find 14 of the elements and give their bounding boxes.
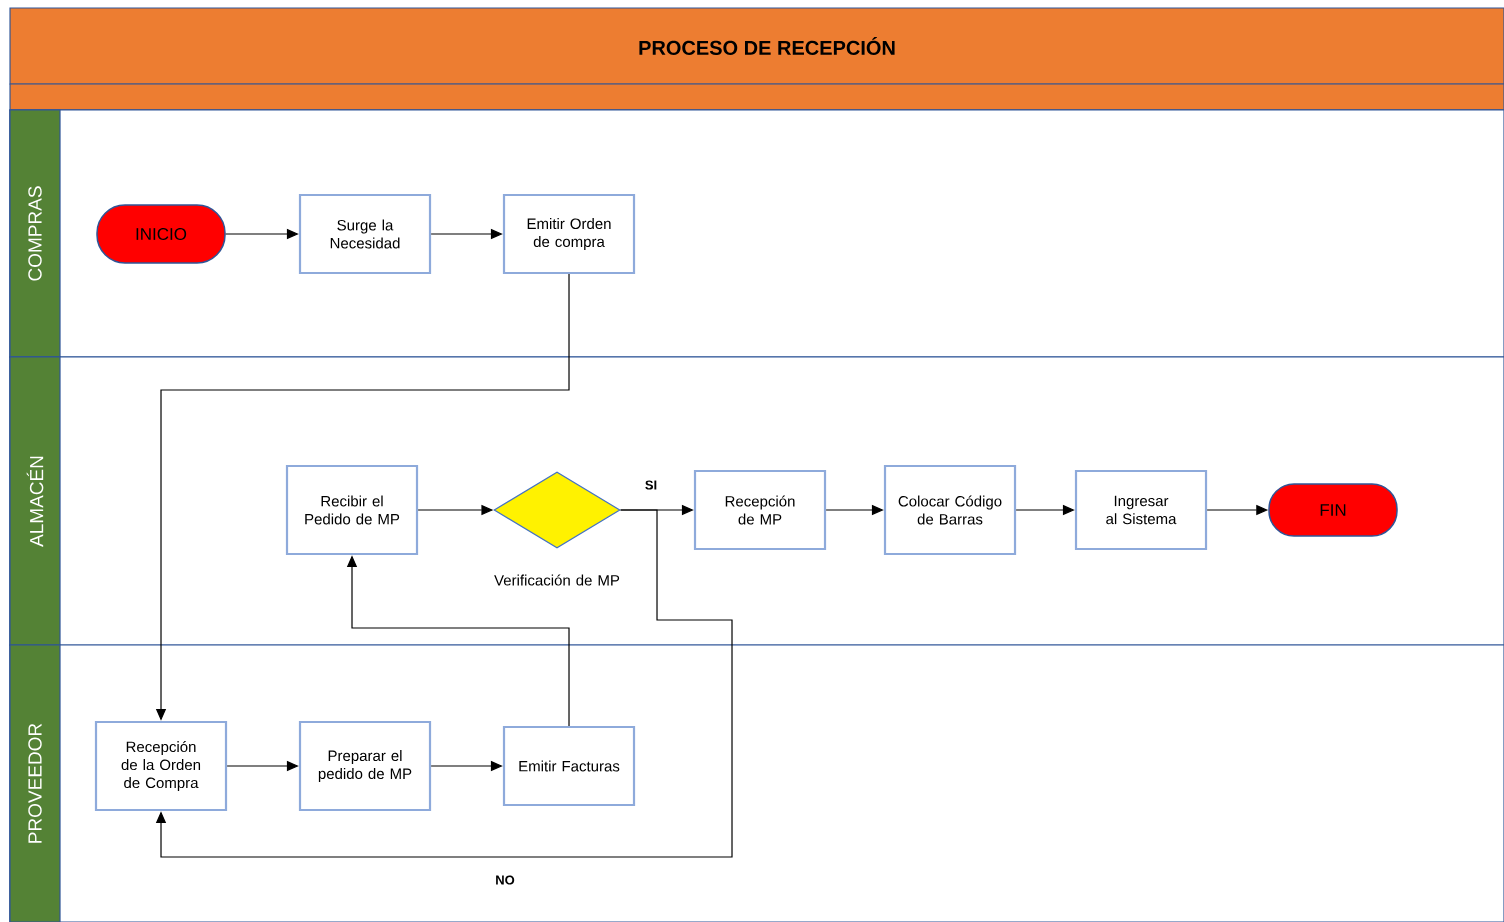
process-box: Surge la Necesidad [298,193,432,275]
edge-label: SI [643,479,659,491]
process-box: Recepción de MP [693,469,827,551]
title-band: PROCESO DE RECEPCIÓN [9,7,1504,111]
process-box: Ingresar al Sistema [1074,469,1208,551]
process-box: Preparar el pedido de MP [298,720,432,812]
node-label: Verificación de MP [494,574,620,586]
process-box: Emitir Facturas [502,725,636,807]
edge-label: NO [494,874,516,886]
process-box: Colocar Código de Barras [883,464,1017,556]
process-box: Emitir Orden de compra [502,193,636,275]
process-box: Recepción de la Orden de Compra [94,720,228,812]
process-box: Recibir el Pedido de MP [285,464,419,556]
arrow [155,509,733,858]
